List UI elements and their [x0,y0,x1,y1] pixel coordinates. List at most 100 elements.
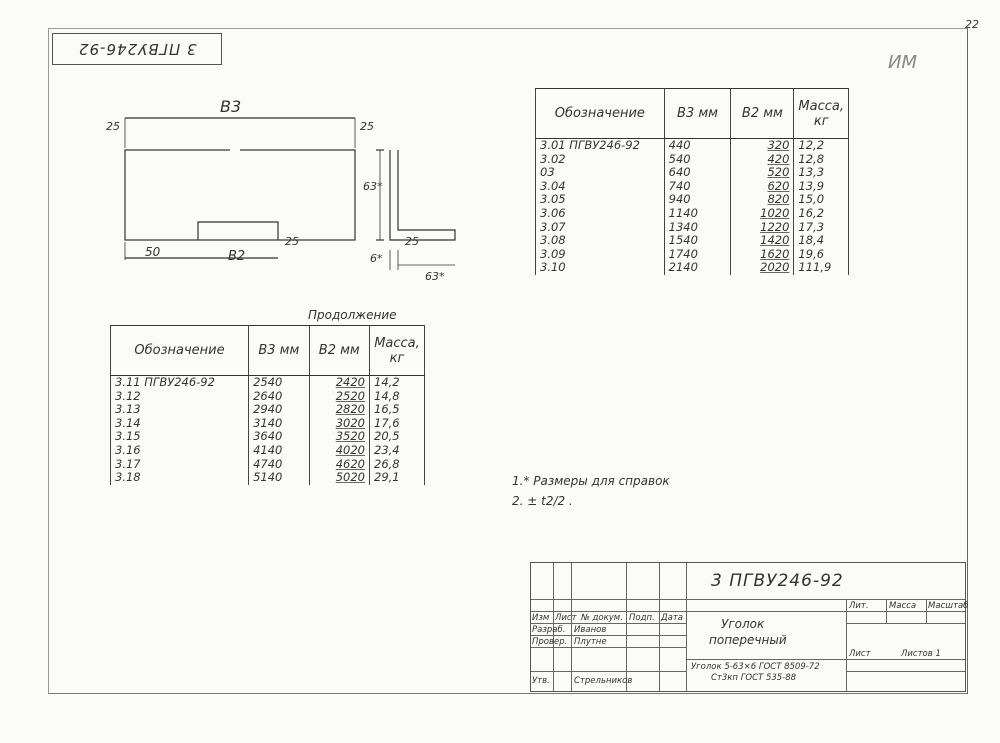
cell-designation: 3.16 [109,443,250,458]
dim-b2: B2 [228,249,245,264]
cell-b3: 1340 [663,220,732,235]
cell-mass: 12,2 [793,138,849,153]
cell-b2: 520 [730,166,795,180]
cell-b3: 440 [663,138,732,153]
dim-25-right: 25 [360,120,374,133]
cell-b2: 1620 [730,247,795,262]
col-mass: Масса, кг [793,88,849,139]
dim-50: 50 [145,245,161,259]
col-b3: B3 мм [663,88,732,139]
cell-mass: 12,8 [793,152,849,167]
cell-b3: 2640 [248,389,310,404]
col-designation: Обозначение [109,325,250,376]
cell-b2: 3020 [308,416,371,431]
dim-25-slot: 25 [285,235,299,248]
cell-mass: 16,2 [793,206,849,221]
cell-b2: 2520 [308,389,371,404]
cell-b2: 1020 [730,206,795,221]
cell-mass: 111,9 [793,261,849,275]
cell-b3: 1740 [663,247,732,262]
part-name-1: Уголок [721,617,765,631]
sheets-label: Листов 1 [901,649,941,659]
cell-b2: 5020 [308,471,371,485]
name-checker: Плутне [574,637,607,647]
cell-b2: 4620 [308,457,371,472]
col-b2: B2 мм [308,325,371,376]
cell-designation: 3.06 [535,206,665,221]
material-1: Уголок 5-63×6 ГОСТ 8509-72 [691,662,820,672]
sheet-label: Лист [849,649,871,659]
cell-b2: 420 [730,152,795,167]
cell-b3: 1140 [663,206,732,221]
cell-b2: 620 [730,179,795,194]
cell-b3: 2540 [248,375,310,390]
cell-b2: 820 [730,193,795,207]
cell-b2: 3520 [308,430,371,444]
cell-designation: 3.08 [535,234,665,248]
document-code-stamp: 3 ПГВУ246-92 [52,33,222,65]
cell-b3: 4140 [248,443,310,458]
role-developer: Разраб. [532,625,566,635]
cell-designation: 3.10 [535,261,665,275]
cell-designation: 3.13 [109,403,250,417]
cell-b3: 3140 [248,416,310,431]
part-drawing: B3 B2 50 25 25 25 25 63* 6* 63* [106,97,456,283]
dim-6: 6* [370,252,383,265]
cell-b3: 3640 [248,430,310,444]
cell-b2: 2820 [308,403,371,417]
cell-mass: 13,3 [793,166,849,180]
cell-designation: 3.09 [535,247,665,262]
cell-b3: 540 [663,152,732,167]
cell-mass: 18,4 [793,234,849,248]
cell-mass: 14,8 [369,389,425,404]
dim-25-left: 25 [106,120,120,133]
cell-b3: 1540 [663,234,732,248]
part-name-2: поперечный [709,633,787,647]
cell-designation: 3.18 [109,471,250,485]
cell-b3: 740 [663,179,732,194]
cell-b2: 320 [730,138,795,153]
title-block: 3 ПГВУ246-92 Уголок поперечный Уголок 5-… [530,562,968,692]
role-change: Изм [532,613,550,623]
cell-designation: 3.01 ПГВУ246-92 [535,138,665,153]
dim-b3: B3 [220,97,241,116]
dim-63-horizontal: 63* [425,270,445,283]
col-doc-no: № докум. [581,613,623,623]
material-2: Ст3кп ГОСТ 535-88 [711,673,797,683]
drawing-frame [48,28,968,694]
cell-b3: 2140 [663,261,732,275]
hdr-mass: Масса [889,601,917,611]
name-approver: Стрельников [574,676,633,686]
cell-mass: 16,5 [369,403,425,417]
name-developer: Иванов [574,625,607,635]
cell-designation: 3.17 [109,457,250,472]
title-block-code: 3 ПГВУ246-92 [711,571,844,591]
cell-designation: 3.05 [535,193,665,207]
cell-designation: 3.12 [109,389,250,404]
cell-b2: 2420 [308,375,371,390]
role-approver: Утв. [532,676,550,686]
cell-b2: 2020 [730,261,795,275]
col-mass: Масса, кг [369,325,425,376]
dim-25-side: 25 [405,235,419,248]
sheet-number: 22 [965,18,979,31]
dim-63-vertical: 63* [363,180,383,193]
cell-designation: 3.15 [109,430,250,444]
cell-designation: 3.07 [535,220,665,235]
cell-b3: 2940 [248,403,310,417]
hdr-lit: Лит. [849,601,869,611]
